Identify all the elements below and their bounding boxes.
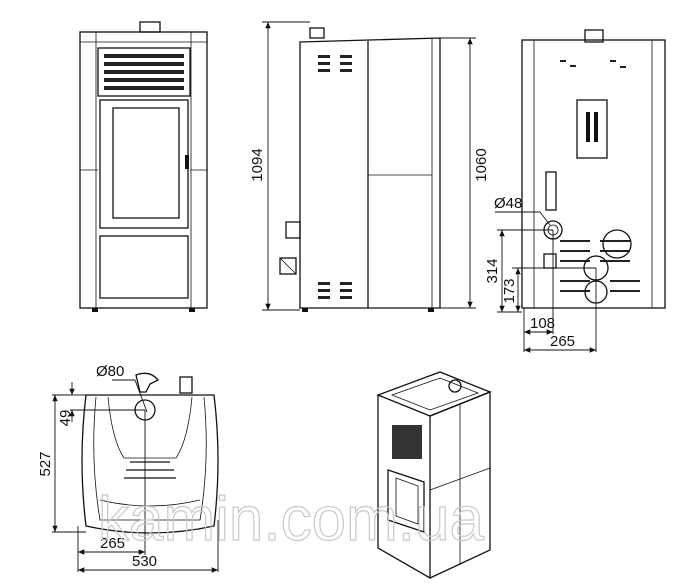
top-view: Ø80 49 527 265 530 (37, 363, 219, 573)
dim-inlet-offset: 265 (550, 333, 575, 350)
watermark: kamin.com.ua (98, 485, 484, 554)
side-view: 1094 1060 (249, 21, 490, 312)
dim-flue-offset: 108 (530, 315, 555, 332)
dim-height-total: 1094 (249, 148, 266, 181)
front-glass-window (112, 107, 180, 219)
dim-inlet-height: 173 (501, 278, 518, 303)
dim-outlet-diameter: Ø80 (96, 363, 124, 380)
dim-outlet-center: 265 (100, 535, 125, 552)
rear-view: Ø48 314 173 108 265 (484, 29, 666, 353)
front-view (79, 21, 208, 312)
dim-depth: 527 (37, 451, 54, 476)
dim-flue-height: 314 (484, 258, 501, 283)
dim-outlet-depth: 49 (57, 410, 74, 427)
door-handle (185, 155, 189, 169)
dim-width: 530 (132, 553, 157, 570)
side-vents (318, 55, 352, 299)
dim-height-body: 1060 (473, 148, 490, 181)
dim-flue-diameter: Ø48 (494, 195, 522, 212)
front-grille (104, 54, 184, 90)
rear-vents (560, 60, 640, 292)
isometric-view (376, 371, 492, 580)
